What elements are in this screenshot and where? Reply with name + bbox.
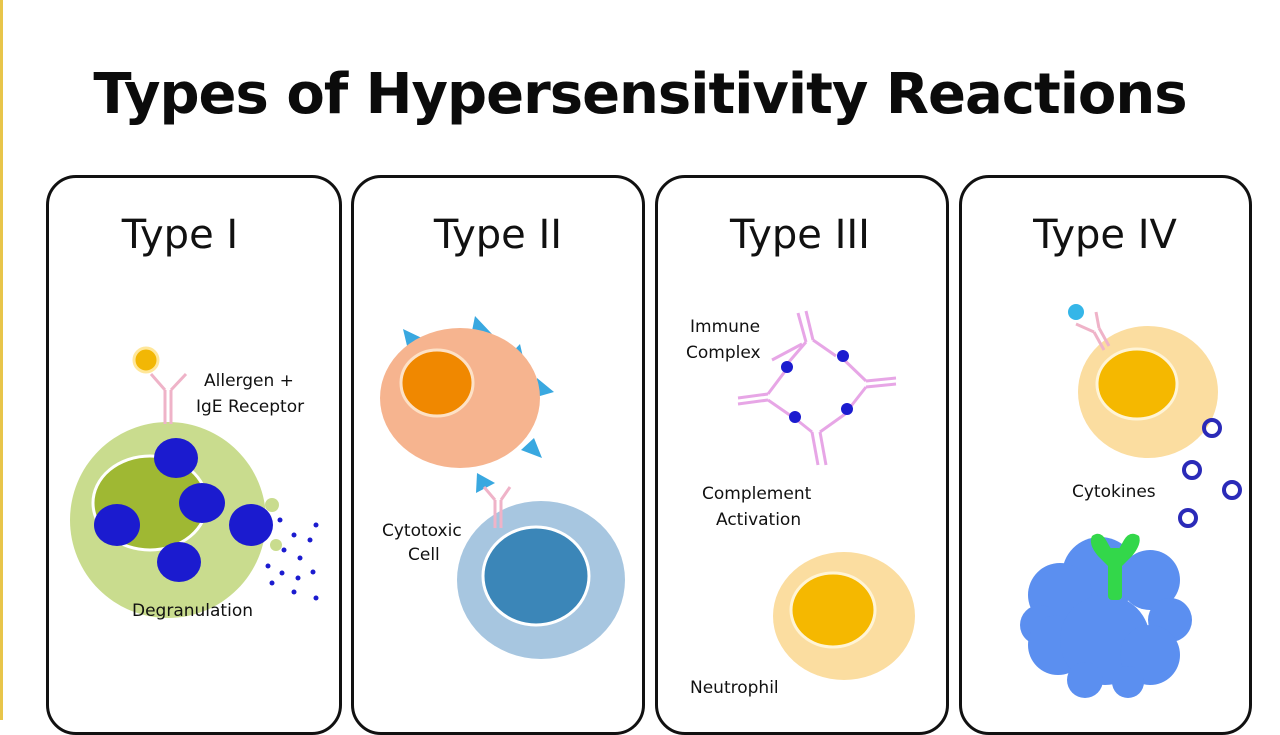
panel-heading-type-1: Type I [121, 212, 239, 258]
cytotoxic-label-line1: Cytotoxic [382, 521, 462, 541]
panel-heading-type-3: Type III [730, 212, 870, 258]
degranulation-label: Degranulation [132, 601, 254, 621]
antigen-presenting-cell-icon [1020, 537, 1192, 698]
cytokine-icon [1178, 418, 1242, 528]
released-granules-icon [265, 517, 319, 601]
allergen-receptor-label-line1: Allergen + [204, 371, 294, 391]
complement-label-line2: Activation [716, 510, 802, 530]
antigen-icon [1068, 304, 1084, 320]
panel-heading-type-2: Type II [433, 212, 563, 258]
allergen-receptor-label-line2: IgE Receptor [196, 397, 305, 417]
target-cell-icon [380, 316, 554, 493]
receptor-icon [1075, 311, 1111, 351]
antigen-icon [781, 350, 853, 423]
immune-complex-icon [737, 310, 897, 466]
receptor-icon [482, 486, 512, 528]
cytotoxic-cell-icon [457, 486, 625, 659]
tcell-receptor-icon [1090, 533, 1140, 600]
t-cell-icon [1068, 304, 1218, 458]
immune-complex-label-line2: Complex [686, 343, 761, 363]
neutrophil-label: Neutrophil [690, 678, 779, 698]
ige-receptor-icon [149, 372, 188, 424]
cytotoxic-label-line2: Cell [408, 545, 440, 565]
complement-label-line1: Complement [702, 484, 812, 504]
neutrophil-icon [773, 552, 915, 680]
mast-cell-icon [70, 422, 319, 618]
panel-heading-type-4: Type IV [1033, 212, 1177, 258]
page-title: Types of Hypersensitivity Reactions [93, 62, 1187, 127]
allergen-icon [132, 346, 160, 374]
diagram-illustrations [70, 304, 1242, 698]
granule-icon [94, 438, 273, 582]
immune-complex-label-line1: Immune [690, 317, 761, 337]
cytokines-label: Cytokines [1072, 482, 1156, 502]
left-edge-accent [0, 0, 3, 720]
